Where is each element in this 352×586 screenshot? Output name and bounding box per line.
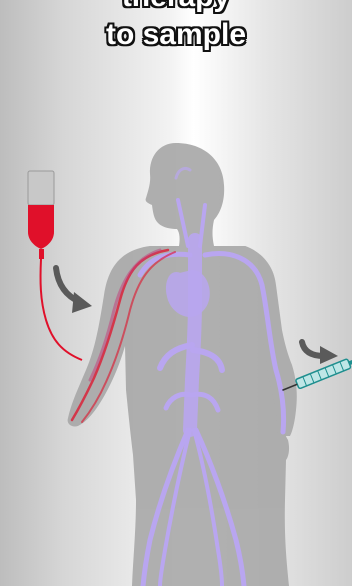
iv-bag-fluid bbox=[28, 205, 54, 249]
iv-bag-top bbox=[28, 171, 54, 205]
curved-arrow-icon bbox=[302, 342, 338, 364]
iv-bag-drip bbox=[39, 249, 44, 259]
vessel-heart bbox=[168, 272, 208, 315]
sampling-arrow-head bbox=[320, 346, 338, 364]
syringe-barrel bbox=[295, 359, 351, 389]
vessel-aorta bbox=[190, 240, 195, 430]
infusion-arrow-head bbox=[72, 292, 92, 313]
human-silhouette bbox=[68, 143, 297, 586]
curved-arrow-icon bbox=[56, 268, 92, 313]
